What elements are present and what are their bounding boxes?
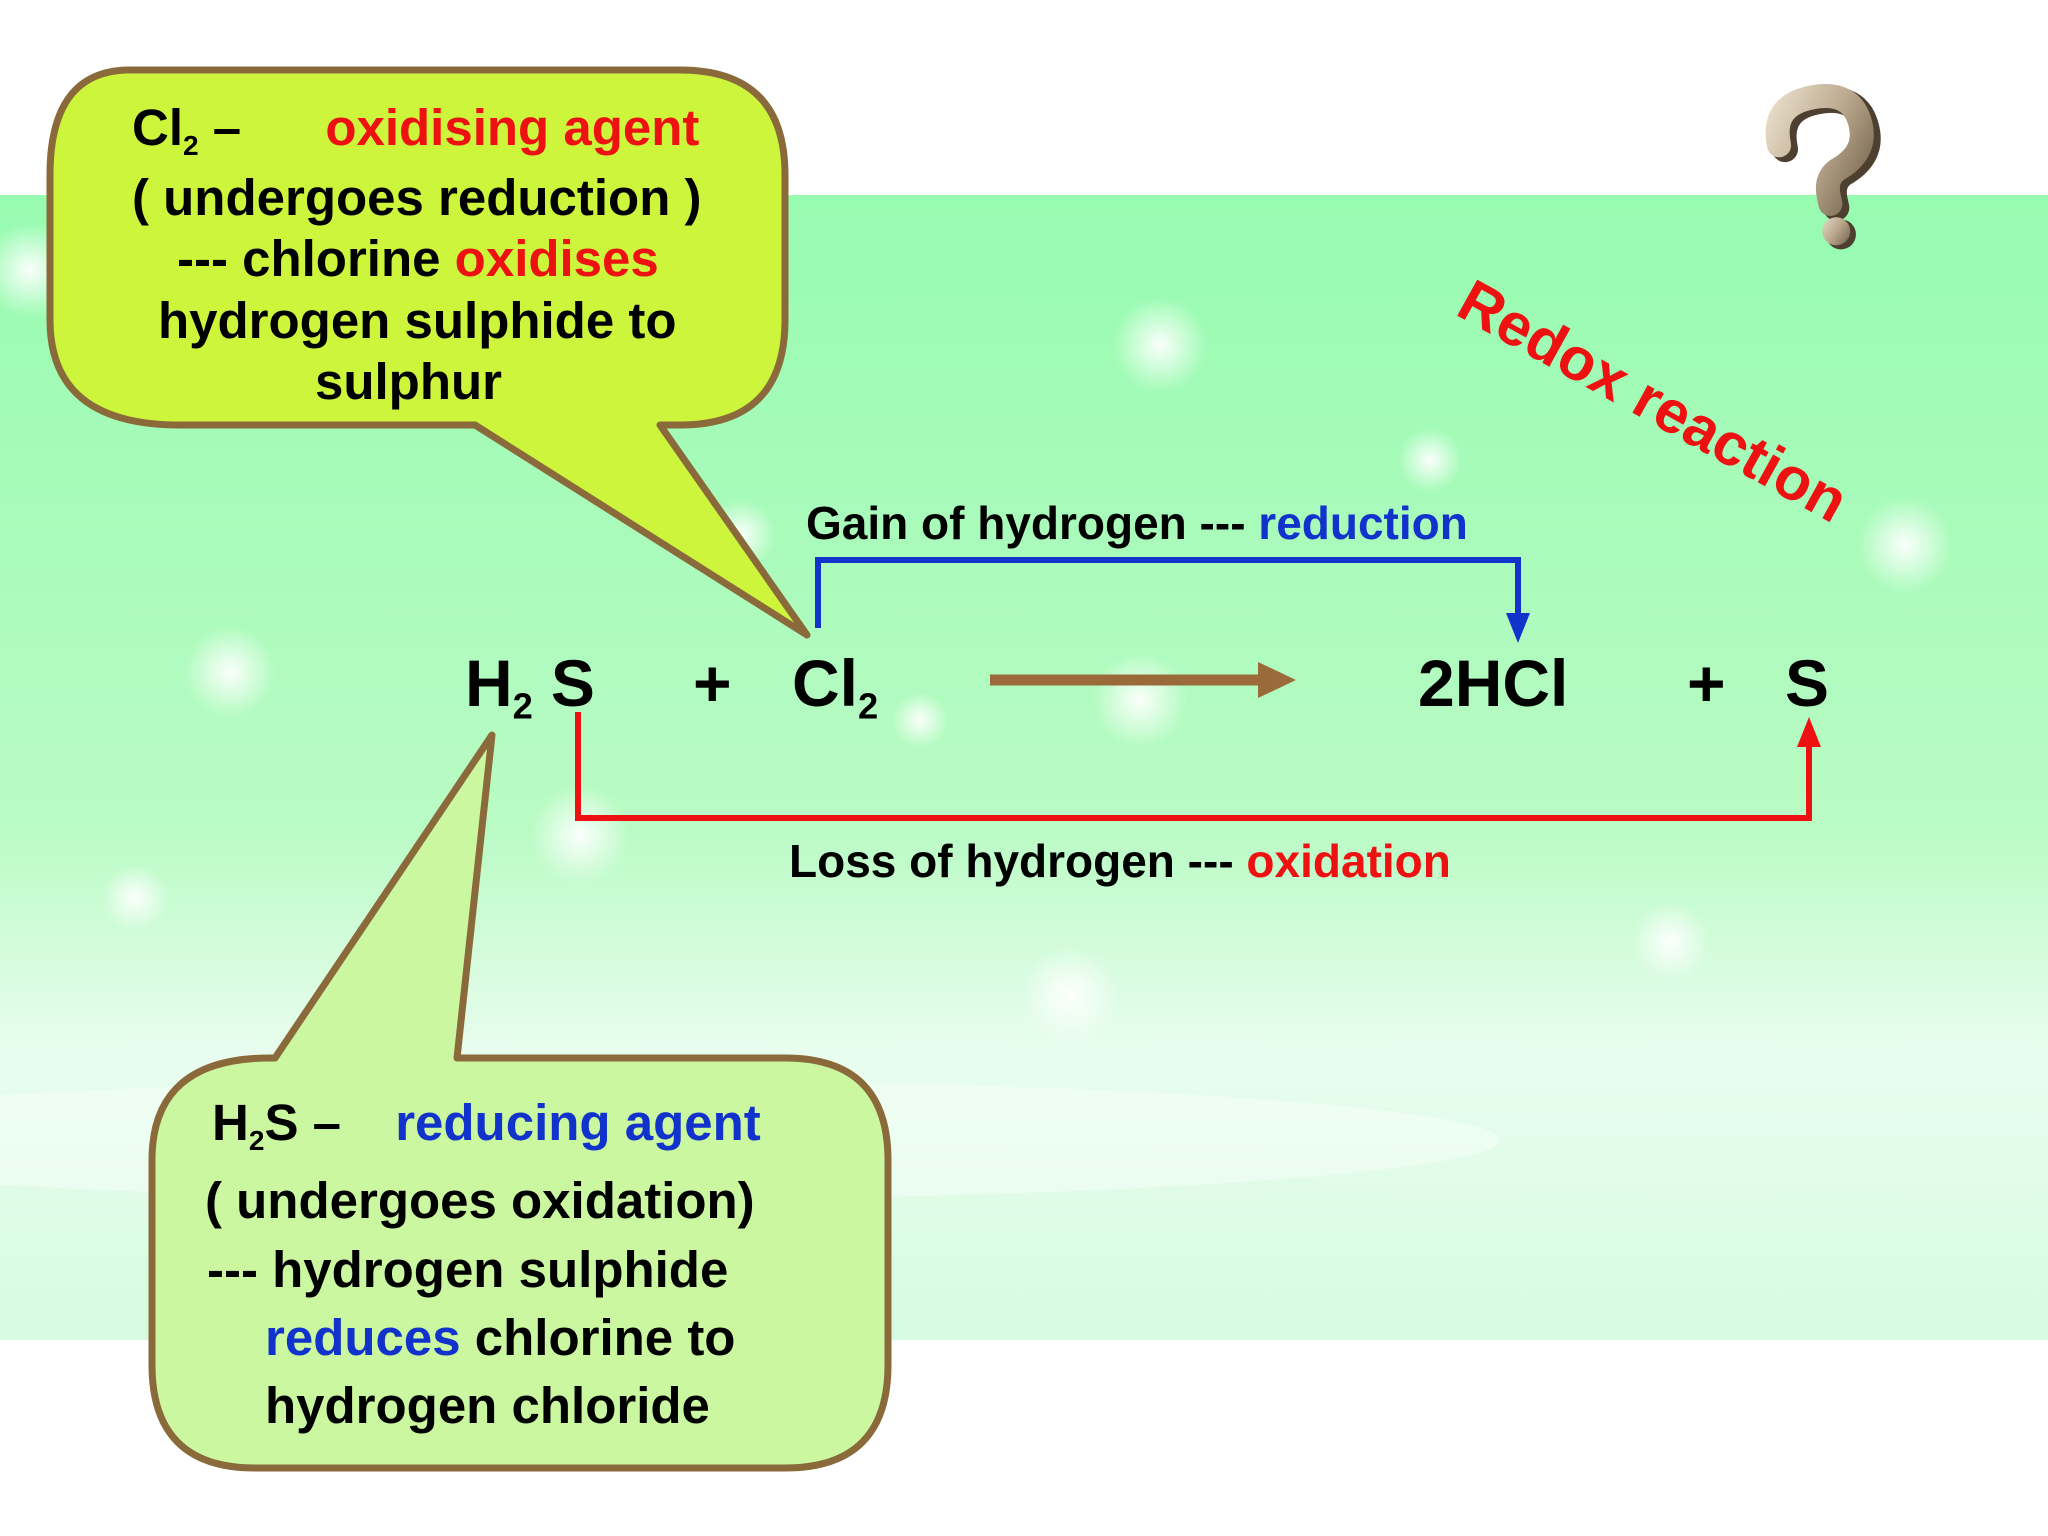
oxidising-species: Cl2 – [132,99,242,161]
oxidation-label: Loss of hydrogen --- oxidation [789,835,1451,887]
product-hcl: 2HCl [1418,646,1569,720]
reducing-callout-bubble [148,731,892,1472]
oxidising-callout-line-4: hydrogen sulphide to [158,292,677,349]
oxidising-role: oxidising agent [325,99,700,156]
reducing-callout-line-1: H2S – reducing agent [212,1097,761,1155]
oxidation-bracket [575,712,1821,821]
reduction-bracket [815,557,1530,643]
equation-plus-1: + [693,646,732,720]
oxidising-callout-bubble [46,66,811,639]
reducing-callout-line-2: ( undergoes oxidation) [205,1172,755,1229]
reducing-callout-line-3: --- hydrogen sulphide [207,1241,729,1298]
reducing-species: H2S – [212,1094,342,1156]
reducing-callout-line-5: hydrogen chloride [265,1377,710,1434]
reactant-cl2: Cl2 [792,646,879,727]
equation-plus-2: + [1687,646,1726,720]
reducing-callout-line-4: reduces chlorine to [265,1309,736,1366]
reducing-role: reducing agent [395,1094,761,1151]
product-sulphur: S [1785,646,1830,720]
oxidising-callout-line-5: sulphur [315,353,502,410]
oxidising-callout-line-2: ( undergoes reduction ) [132,169,702,226]
oxidising-callout-line-1: Cl2 – oxidising agent [132,102,699,160]
oxidising-callout-line-3: --- chlorine oxidises [177,230,659,287]
reaction-arrow [990,662,1296,698]
reduction-label: Gain of hydrogen --- reduction [806,497,1468,549]
question-mark-icon [1765,84,1881,250]
bokeh-spots [0,222,1953,1045]
